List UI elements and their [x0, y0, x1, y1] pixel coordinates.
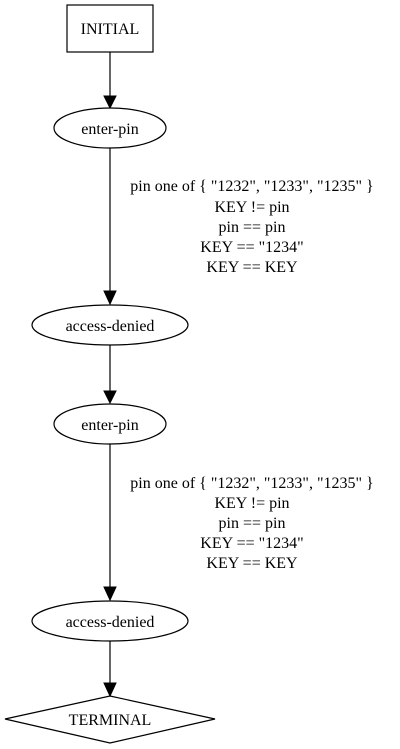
edge-access-denied-to-terminal: [103, 641, 117, 698]
ellipse-shape: [53, 403, 167, 445]
box-shape: [66, 4, 154, 53]
edge-initial-to-enter-pin: [103, 52, 117, 110]
edge-enter-pin-to-access-denied-2: pin one of { "1232", "1233", "1235" } KE…: [103, 444, 374, 602]
ellipse-shape: [53, 107, 167, 149]
node-enter-pin-1: enter-pin: [53, 107, 167, 149]
arrowhead-icon: [103, 390, 117, 405]
arrowhead-icon: [103, 95, 117, 110]
node-access-denied-2: access-denied: [31, 600, 189, 642]
node-label: INITIAL: [81, 21, 140, 38]
node-label: access-denied: [66, 318, 155, 335]
diamond-shape: [4, 695, 216, 744]
node-label: enter-pin: [81, 417, 138, 434]
edge-label-line: pin == pin: [219, 515, 286, 532]
node-terminal: TERMINAL: [4, 695, 216, 744]
edge-label-line: pin one of { "1232", "1233", "1235" }: [130, 475, 373, 492]
node-label: enter-pin: [81, 121, 138, 138]
node-access-denied-1: access-denied: [31, 304, 189, 346]
ellipse-shape: [31, 304, 189, 346]
arrowhead-icon: [103, 586, 117, 602]
node-label: TERMINAL: [69, 712, 152, 729]
edge-label-line: pin == pin: [219, 219, 286, 236]
node-label: access-denied: [66, 614, 155, 631]
arrowhead-icon: [103, 682, 117, 698]
edge-enter-pin-to-access-denied-1: pin one of { "1232", "1233", "1235" } KE…: [103, 148, 374, 306]
edge-label-line: KEY == "1234": [200, 535, 303, 552]
ellipse-shape: [31, 600, 189, 642]
edge-label-line: KEY == KEY: [206, 555, 298, 572]
arrowhead-icon: [103, 290, 117, 306]
edge-access-denied-to-enter-pin: [103, 345, 117, 405]
node-initial: INITIAL: [66, 4, 154, 53]
edge-label-line: pin one of { "1232", "1233", "1235" }: [130, 178, 373, 195]
edge-label-line: KEY == "1234": [200, 239, 303, 256]
edge-label-line: KEY == KEY: [206, 259, 298, 276]
edge-label-line: KEY != pin: [214, 199, 289, 216]
node-enter-pin-2: enter-pin: [53, 403, 167, 445]
edge-label-line: KEY != pin: [214, 495, 289, 512]
